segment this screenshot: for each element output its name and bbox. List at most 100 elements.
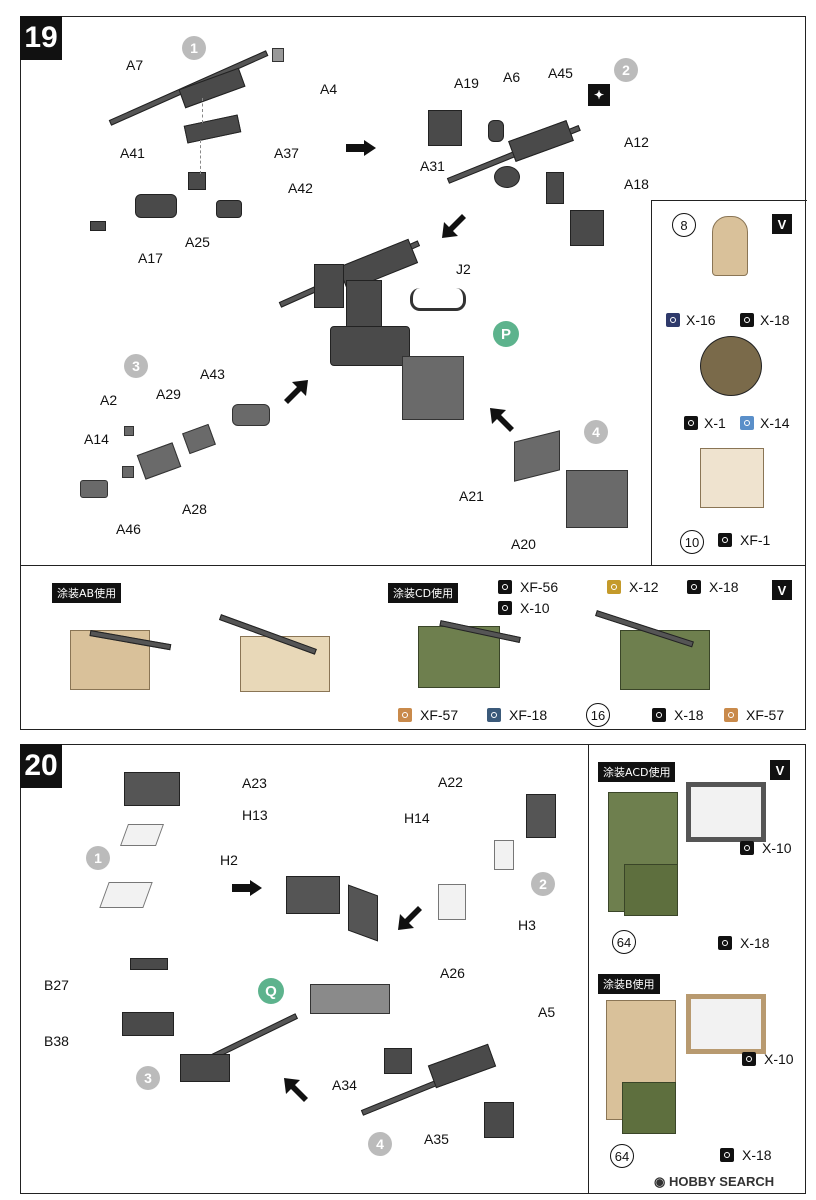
label-x18c: X-18 [674,707,704,723]
label-a34: A34 [332,1077,357,1093]
label-a46: A46 [116,521,141,537]
part-a26 [310,984,390,1014]
step20-substep-1: 1 [86,846,110,870]
step20-substep-2: 2 [531,872,555,896]
marker-p: P [493,321,519,347]
label-a20: A20 [511,536,536,552]
label-a5: A5 [538,1004,556,1020]
label-acd-x18: X-18 [740,935,770,951]
part-j2-strap [410,288,466,311]
label-j2: J2 [456,261,471,277]
b-model-window [686,994,766,1054]
part-a41 [188,172,206,190]
swatch-x18c [652,708,666,722]
part-a12 [546,172,564,204]
paint-cd-model-2 [620,630,710,690]
label-a37: A37 [274,145,299,161]
part-a6 [488,120,504,142]
inset-ref-10: 10 [680,530,704,554]
flow-arrow-upright [282,378,310,406]
paint-v-icon-2: V [772,580,792,600]
part-a31-ammo [494,166,520,188]
swatch-x14 [740,416,754,430]
label-h13: H13 [242,807,268,823]
label-acd-x10: X-10 [762,840,792,856]
label-h2: H2 [220,852,238,868]
label-b-x10: X-10 [764,1051,794,1067]
part-a4 [272,48,284,62]
part-a25 [135,194,177,218]
center-ammo-box [402,356,464,420]
step19-substep-3: 3 [124,354,148,378]
gun-body-20-3 [180,1054,230,1082]
swatch-b-x10 [742,1052,756,1066]
paint-ab-model-2 [240,636,330,692]
step19-paint-divider [20,565,806,566]
label-a25: A25 [185,234,210,250]
tag-paint-acd: 涂装ACD使用 [598,762,676,782]
step19-substep-1: 1 [182,36,206,60]
watermark-text: HOBBY SEARCH [668,1174,775,1189]
label-xf56: XF-56 [520,579,559,595]
step19-substep-4: 4 [584,420,608,444]
part-a14 [122,466,134,478]
label-a26: A26 [440,965,465,981]
swatch-xf57b [724,708,738,722]
tag-paint-b: 涂装B使用 [598,974,660,994]
label-x12: X-12 [629,579,659,595]
label-a31: A31 [420,158,445,174]
label-b27: B27 [44,977,69,993]
acd-model-window [686,782,766,842]
label-a29: A29 [156,386,181,402]
part-a22 [526,794,556,838]
acd-ref-64: 64 [612,930,636,954]
swatch-x10 [498,601,512,615]
label-x1: X-1 [704,415,726,431]
label-a19: A19 [454,75,479,91]
step19-number: 19 [20,16,62,60]
paint-v-icon-3: V [770,760,790,780]
part-a19 [428,110,462,146]
flow-arrow-downleft [440,212,468,240]
part-a17 [90,221,106,231]
label-a18: A18 [624,176,649,192]
tag-paint-ab: 涂装AB使用 [52,583,122,603]
inset-sight [700,336,762,396]
label-b-x18: X-18 [742,1147,772,1163]
swatch-b-x18 [720,1148,734,1162]
label-x18: X-18 [760,312,790,328]
label-a28: A28 [182,501,207,517]
paint-ref-16: 16 [586,703,610,727]
swatch-x18b [687,580,701,594]
swatch-acd-x18 [718,936,732,950]
label-a21: A21 [459,488,484,504]
step19-panel [20,16,806,730]
label-b38: B38 [44,1033,69,1049]
tag-paint-cd: 涂装CD使用 [388,583,459,603]
center-base [330,326,410,366]
part-a42 [216,200,242,218]
part-a46 [80,480,108,498]
part-a18 [570,210,604,246]
label-a42: A42 [288,180,313,196]
swatch-xf56 [498,580,512,594]
swatch-xf1 [718,533,732,547]
label-a45: A45 [548,65,573,81]
step20-substep-4: 4 [368,1132,392,1156]
label-x14: X-14 [760,415,790,431]
label-xf57a: XF-57 [420,707,459,723]
guide-line [202,98,203,123]
swatch-xf18 [487,708,501,722]
center-frame-1 [286,876,340,914]
swatch-acd-x10 [740,841,754,855]
step20-substep-3: 3 [136,1066,160,1090]
label-x10: X-10 [520,600,550,616]
label-xf57b: XF-57 [746,707,785,723]
decal-icon: ✦ [588,84,610,106]
label-a7: A7 [126,57,144,73]
inset-part-8 [712,216,748,276]
part-a35 [484,1102,514,1138]
paint-cd-model-1 [418,626,500,688]
label-a35: A35 [424,1131,449,1147]
part-b27 [130,958,168,970]
